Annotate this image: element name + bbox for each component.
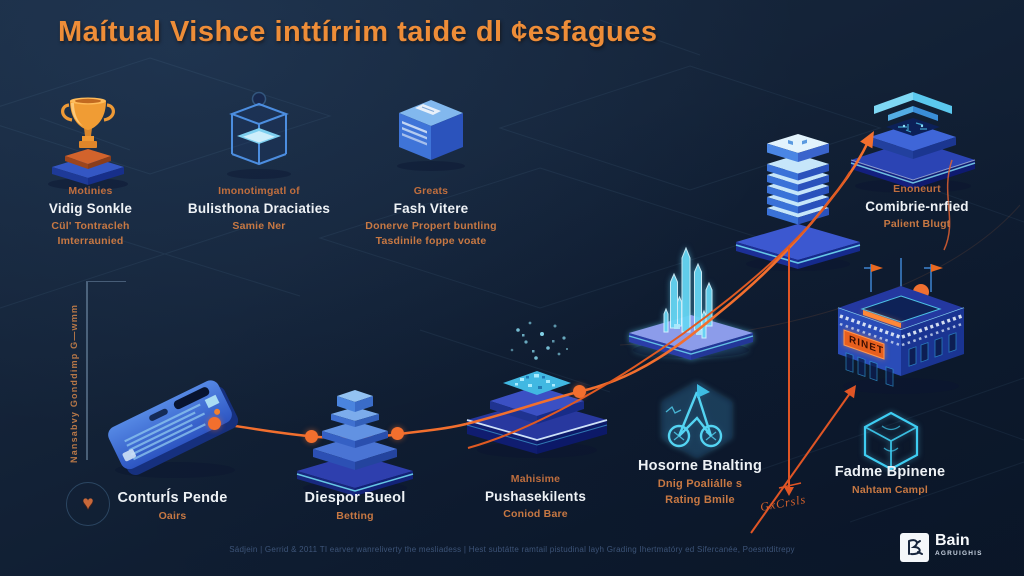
stage-sub-label: Dnig Poaliálle s (657, 478, 743, 491)
stage-sub-label: Rating Bmile (665, 493, 735, 506)
stage-sub-label: Samie Ner (232, 219, 286, 232)
heart-glyph: ♥ (82, 493, 94, 514)
stage-pre-label: Imonotimgatl of (218, 185, 300, 197)
stage-wireframe-box-labels: Imonotimgatl of Bulisthona Draciaties Sa… (163, 184, 355, 234)
stage-pre-label: Motinies (68, 185, 113, 197)
page-title: Maítual Vishce inttírrim taide dl ¢esfag… (58, 16, 658, 48)
stage-cube-labels: Fadme Bpinene Nahtam Campl (800, 462, 980, 498)
brand-name: Bain (935, 532, 970, 549)
stage-sub-label: Oairs (158, 510, 187, 523)
stage-title: Bulisthona Draciaties (187, 201, 331, 217)
stage-title: Conturĺs Pende (117, 490, 228, 506)
brand-logo-icon (900, 533, 929, 562)
brand-glyph-icon (908, 539, 923, 556)
stage-sub-label: Palient Blugt (883, 217, 951, 230)
phone-icon (108, 380, 239, 478)
crystal-platform-icon (628, 246, 754, 360)
heart-emblem-icon: ♥ (66, 482, 110, 526)
chip-platform-icon (466, 321, 608, 458)
stage-title: Fadme Bpinene (834, 464, 946, 480)
stage-chip-labels: Mahisime Pushasekilents Coniod Bare (448, 472, 623, 522)
stage-pre-label: Enoneurt (893, 183, 941, 195)
path-node (305, 430, 318, 443)
stage-title: Diespor Bueol (304, 490, 406, 506)
stage-sub-label: Cül' Tontracleh (51, 219, 130, 232)
timeline-axis-tick (86, 281, 126, 282)
path-node (391, 427, 404, 440)
building-icon: RINET (837, 258, 965, 394)
stage-sub-label: Imterraunied (57, 235, 124, 247)
stage-ziggurat-labels: Diespor Bueol Betting (275, 488, 435, 524)
stage-title: Fash Vitere (393, 201, 469, 217)
brand-logo: Bain AGRUIGHIS (900, 532, 983, 562)
timeline-axis (86, 282, 88, 460)
stage-pre-label: Greats (413, 185, 449, 197)
stage-cube-box-labels: Greats Fash Vitere Donerve Propert buntl… (340, 184, 522, 249)
stage-pendulum-labels: Hosorne Bnalting Dnig Poaliálle s Rating… (606, 456, 794, 509)
stage-phone-labels: Conturĺs Pende Oairs (85, 488, 260, 524)
stage-sub-label: Donerve Propert buntling (365, 219, 497, 232)
cube-box-icon (397, 100, 465, 171)
stage-trophy-labels: Motinies Vidig Sonkle Cül' Tontracleh Im… (8, 184, 173, 249)
stage-title: Vidig Sonkle (48, 201, 133, 217)
stage-sub-label: Tasdinile foppe voate (375, 235, 487, 247)
stage-platform-labels: Enoneurt Comibrie-nrfied Palient Blugt (826, 182, 1008, 232)
ziggurat-icon (296, 390, 414, 496)
stage-title: Comibrie-nrfied (865, 199, 969, 215)
stepped-platform-icon (850, 92, 976, 193)
stage-title: Hosorne Bnalting (637, 458, 763, 474)
footer-caption: Sádjein | Gerrid & 2011 TI earver wanrel… (229, 545, 795, 554)
path-node (208, 417, 221, 430)
stage-sub-label: Nahtam Campl (852, 484, 928, 497)
trophy-icon (48, 97, 128, 190)
stage-sub-label: Betting (336, 510, 374, 523)
stage-sub-label: Coniod Bare (503, 507, 568, 520)
wireframe-cube-icon (863, 411, 919, 471)
brand-subtitle: AGRUIGHIS (935, 549, 983, 557)
pendulum-badge-icon (662, 382, 732, 458)
wireframe-box-icon (227, 91, 291, 179)
tower-icon (735, 134, 861, 271)
path-node (573, 385, 586, 398)
stage-title: Pushasekilents (484, 489, 587, 505)
stage-pre-label: Mahisime (510, 473, 561, 485)
